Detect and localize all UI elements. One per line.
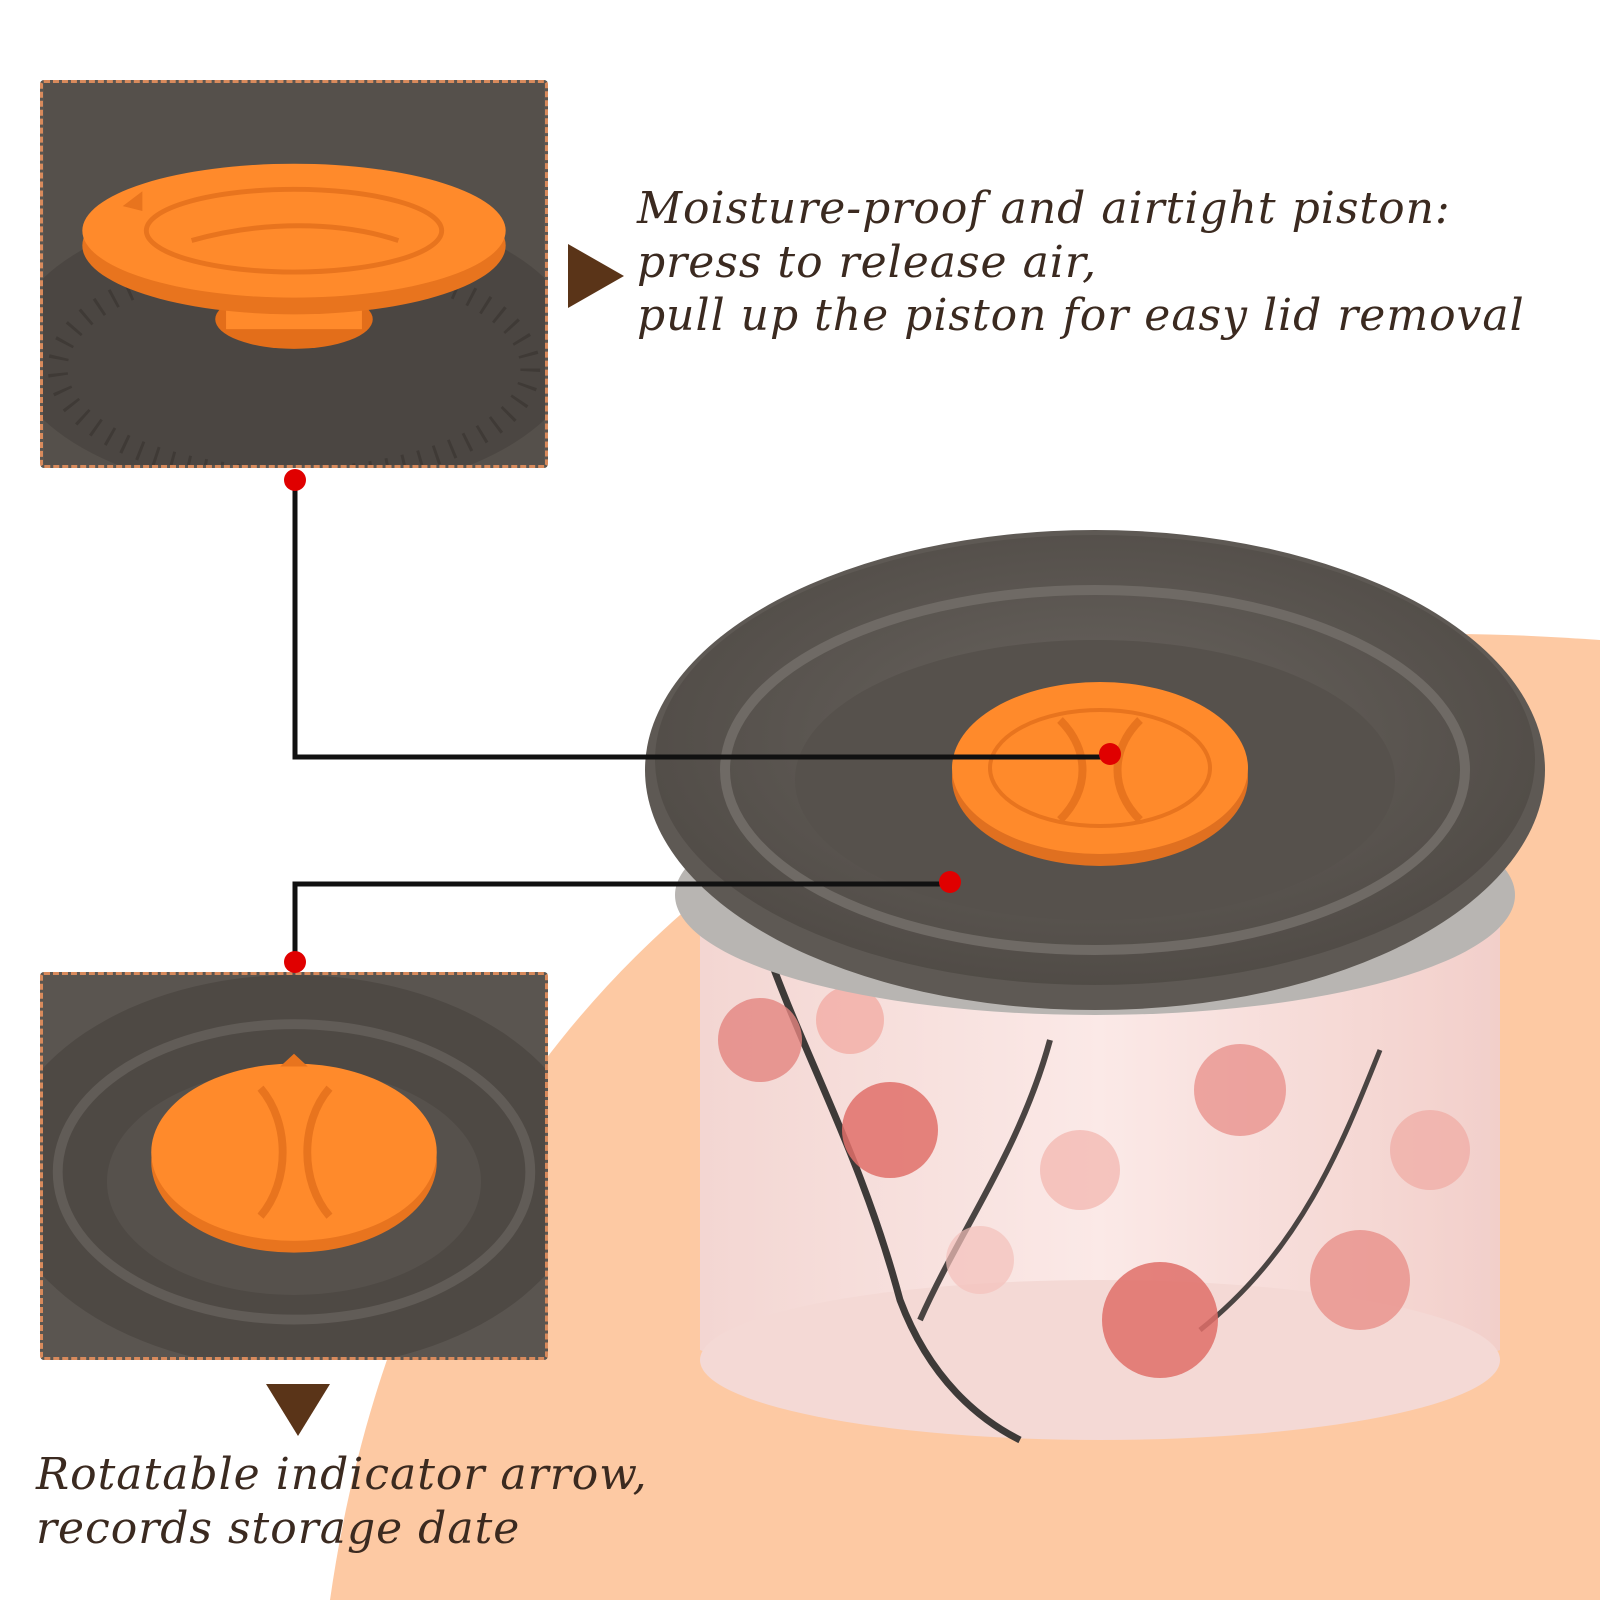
caption-line: pull up the piston for easy lid removal <box>637 290 1525 342</box>
indicator-feature-caption: Rotatable indicator arrow, records stora… <box>36 1448 648 1555</box>
piston-detail-image <box>40 80 548 468</box>
caption-line: Moisture-proof and airtight piston: <box>637 183 1451 234</box>
caption-line: Rotatable indicator arrow, <box>36 1449 648 1500</box>
indicator-detail-image <box>40 972 548 1360</box>
indicator-closeup-illustration <box>43 975 545 1357</box>
triangle-down-icon <box>266 1384 330 1436</box>
cherry-blossom-pattern <box>718 928 1470 1444</box>
triangle-right-icon <box>568 244 624 308</box>
piston-feature-caption: Moisture-proof and airtight piston: pres… <box>637 182 1525 343</box>
caption-line: records storage date <box>36 1502 521 1554</box>
piston-closeup-illustration <box>43 83 545 465</box>
caption-line: press to release air, <box>637 236 1098 288</box>
